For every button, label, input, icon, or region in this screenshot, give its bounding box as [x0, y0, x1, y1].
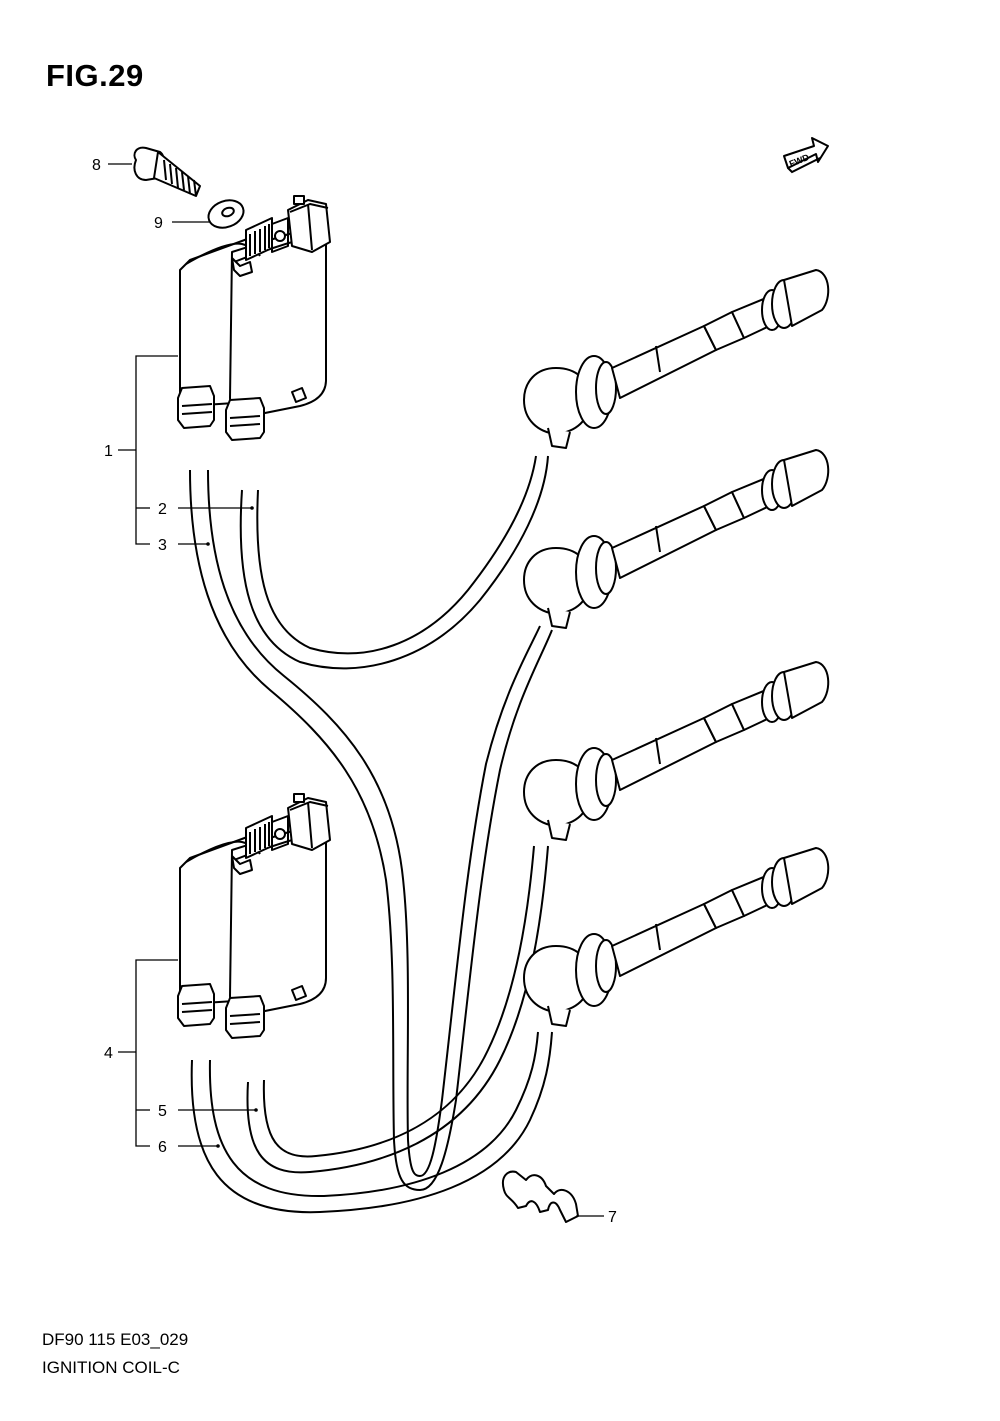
ignition-coil-upper — [177, 195, 331, 441]
plug-cap-3 — [523, 661, 830, 841]
washer-part — [207, 199, 245, 229]
drawing-name: IGNITION COIL-C — [42, 1358, 180, 1377]
callout-4: 4 — [104, 1045, 113, 1062]
callout-7: 7 — [608, 1209, 617, 1226]
callout-1: 1 — [104, 443, 113, 460]
plug-cap-1 — [523, 269, 830, 449]
plug-cap-4 — [523, 847, 830, 1027]
drawing-code: DF90 115 E03_029 — [42, 1330, 189, 1349]
callout-2: 2 — [158, 501, 167, 518]
callout-9: 9 — [154, 215, 163, 232]
callout-8: 8 — [92, 157, 101, 174]
leader-lines — [108, 163, 604, 1217]
callout-6: 6 — [158, 1139, 167, 1156]
clamp-clip-part — [502, 1170, 579, 1223]
plug-cap-2 — [523, 449, 830, 629]
bolt-part — [133, 146, 201, 197]
callout-5: 5 — [158, 1103, 167, 1120]
figure-title: FIG.29 — [46, 58, 144, 93]
callout-3: 3 — [158, 537, 167, 554]
fwd-arrow-icon: FWD — [783, 137, 829, 174]
ignition-coil-lower — [177, 793, 331, 1039]
